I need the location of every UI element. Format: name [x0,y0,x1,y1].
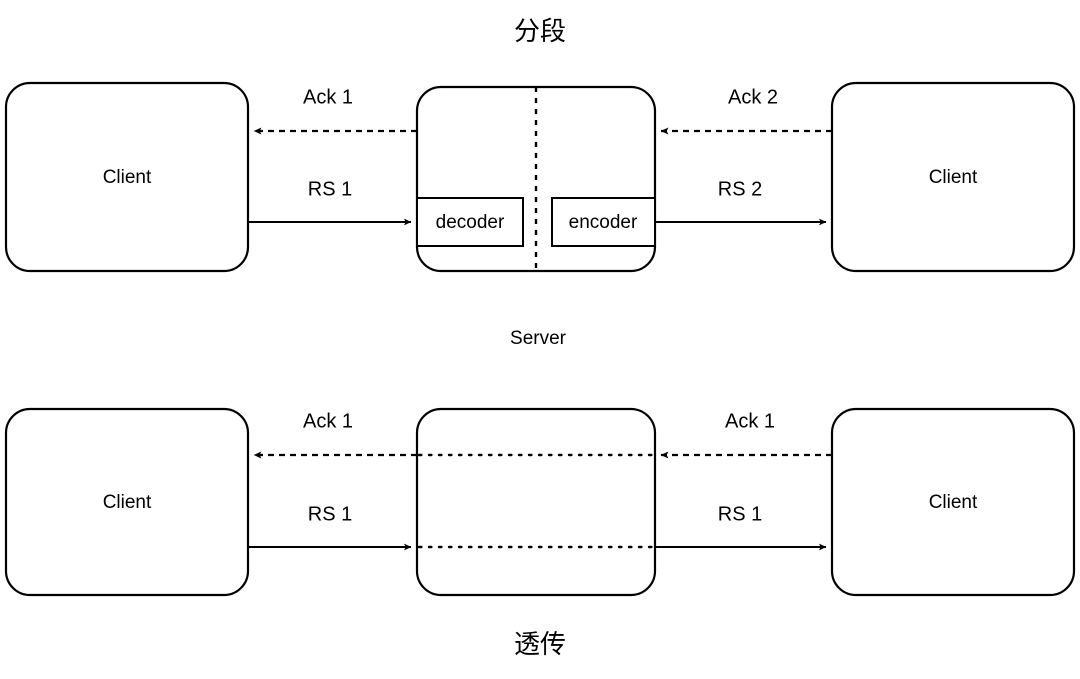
top-left-client-box[interactable] [4,81,250,273]
bottom-left-ack-label: Ack 1 [303,410,353,432]
bottom-right-client-box[interactable] [830,407,1076,597]
bottom-right-ack-edge: Ack 1 [660,410,832,459]
decoder-label: decoder [436,212,505,233]
encoder-box[interactable] [551,197,656,247]
bottom-middle-node[interactable] [415,407,657,597]
bottom-left-ack-edge: Ack 1 [253,410,417,459]
bottom-left-rs-edge: RS 1 [248,503,412,551]
bottom-right-client-label: Client [929,492,978,513]
bottom-right-client-node[interactable]: Client [830,407,1076,597]
bottom-left-rs-label: RS 1 [308,503,352,525]
bottom-left-client-node[interactable]: Client [4,407,250,597]
top-left-ack-label: Ack 1 [303,86,353,108]
encoder-label: encoder [569,212,638,233]
top-right-ack-edge: Ack 2 [660,86,832,135]
bottom-left-client-label: Client [103,492,152,513]
top-right-client-box[interactable] [830,81,1076,273]
server-caption: Server [510,328,567,349]
top-left-rs-edge: RS 1 [248,178,412,226]
top-right-rs-edge: RS 2 [655,178,827,226]
decoder-box[interactable] [416,197,524,247]
bottom-right-rs-label: RS 1 [718,503,762,525]
top-server-node[interactable]: decoder encoder [415,85,657,273]
top-left-client-node[interactable]: Client [4,81,250,273]
bottom-right-rs-edge: RS 1 [655,503,827,551]
top-right-client-label: Client [929,167,978,188]
top-left-ack-edge: Ack 1 [253,86,417,135]
bottom-middle-box[interactable] [415,407,657,597]
top-right-ack-label: Ack 2 [728,86,778,108]
bottom-left-client-box[interactable] [4,407,250,597]
top-diagram: Client decoder encoder Client Ack 1 [4,81,1076,349]
bottom-diagram: Client Client Ack 1 RS 1 [4,407,1076,659]
top-left-rs-label: RS 1 [308,178,352,200]
top-left-client-label: Client [103,167,152,188]
bottom-right-ack-label: Ack 1 [725,410,775,432]
top-right-rs-label: RS 2 [718,178,762,200]
bottom-diagram-title: 透传 [514,629,566,659]
top-right-client-node[interactable]: Client [830,81,1076,273]
top-diagram-title: 分段 [514,16,566,46]
